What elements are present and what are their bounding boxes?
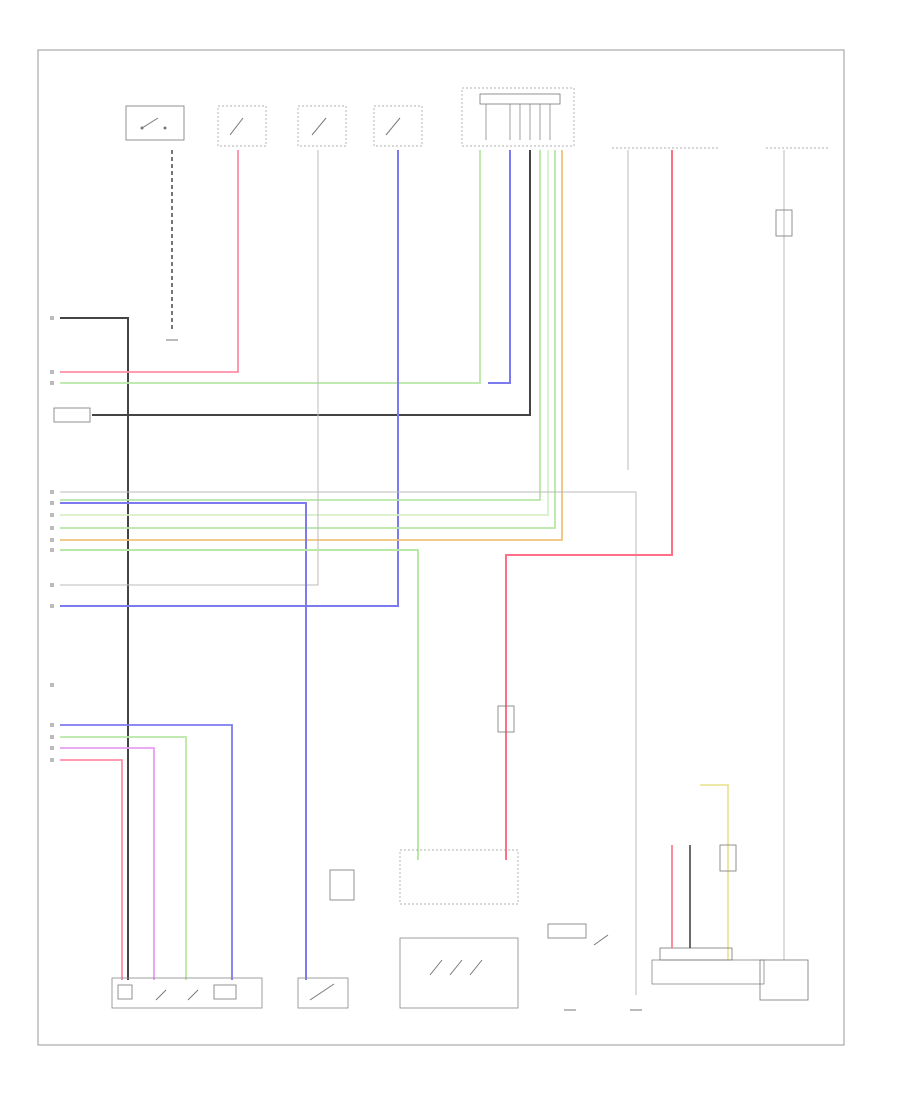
wire-yellow: [700, 784, 729, 960]
wire-blue-2: [60, 502, 307, 980]
lower-left-wires: [60, 724, 233, 980]
connector-block: [461, 87, 575, 147]
fuse-1: [497, 705, 515, 733]
top-switch-2: [217, 105, 267, 147]
bottom-left-center-unit: [297, 977, 349, 1009]
ground-symbols: [166, 339, 642, 1011]
wire-bundle: [60, 150, 563, 541]
wire-black: [60, 150, 531, 980]
diagram-frame: [37, 49, 845, 1046]
top-switch-3: [297, 105, 347, 147]
wire-green-1: [60, 150, 481, 384]
pin-markers: [50, 316, 54, 762]
left-connector: [53, 407, 91, 423]
wire-blue-1: [60, 150, 511, 607]
wire-gray: [60, 150, 785, 995]
wire-green-2: [60, 549, 419, 860]
fuse-2: [719, 844, 737, 872]
top-switch-4: [373, 105, 423, 147]
wire-red: [505, 150, 673, 860]
fuse-3: [775, 209, 793, 237]
bottom-right-unit: [547, 845, 809, 1001]
wire-pink: [60, 150, 239, 373]
bottom-left-unit: [111, 977, 263, 1009]
bottom-center-unit: [329, 849, 519, 1009]
top-switch-1: [125, 105, 185, 141]
